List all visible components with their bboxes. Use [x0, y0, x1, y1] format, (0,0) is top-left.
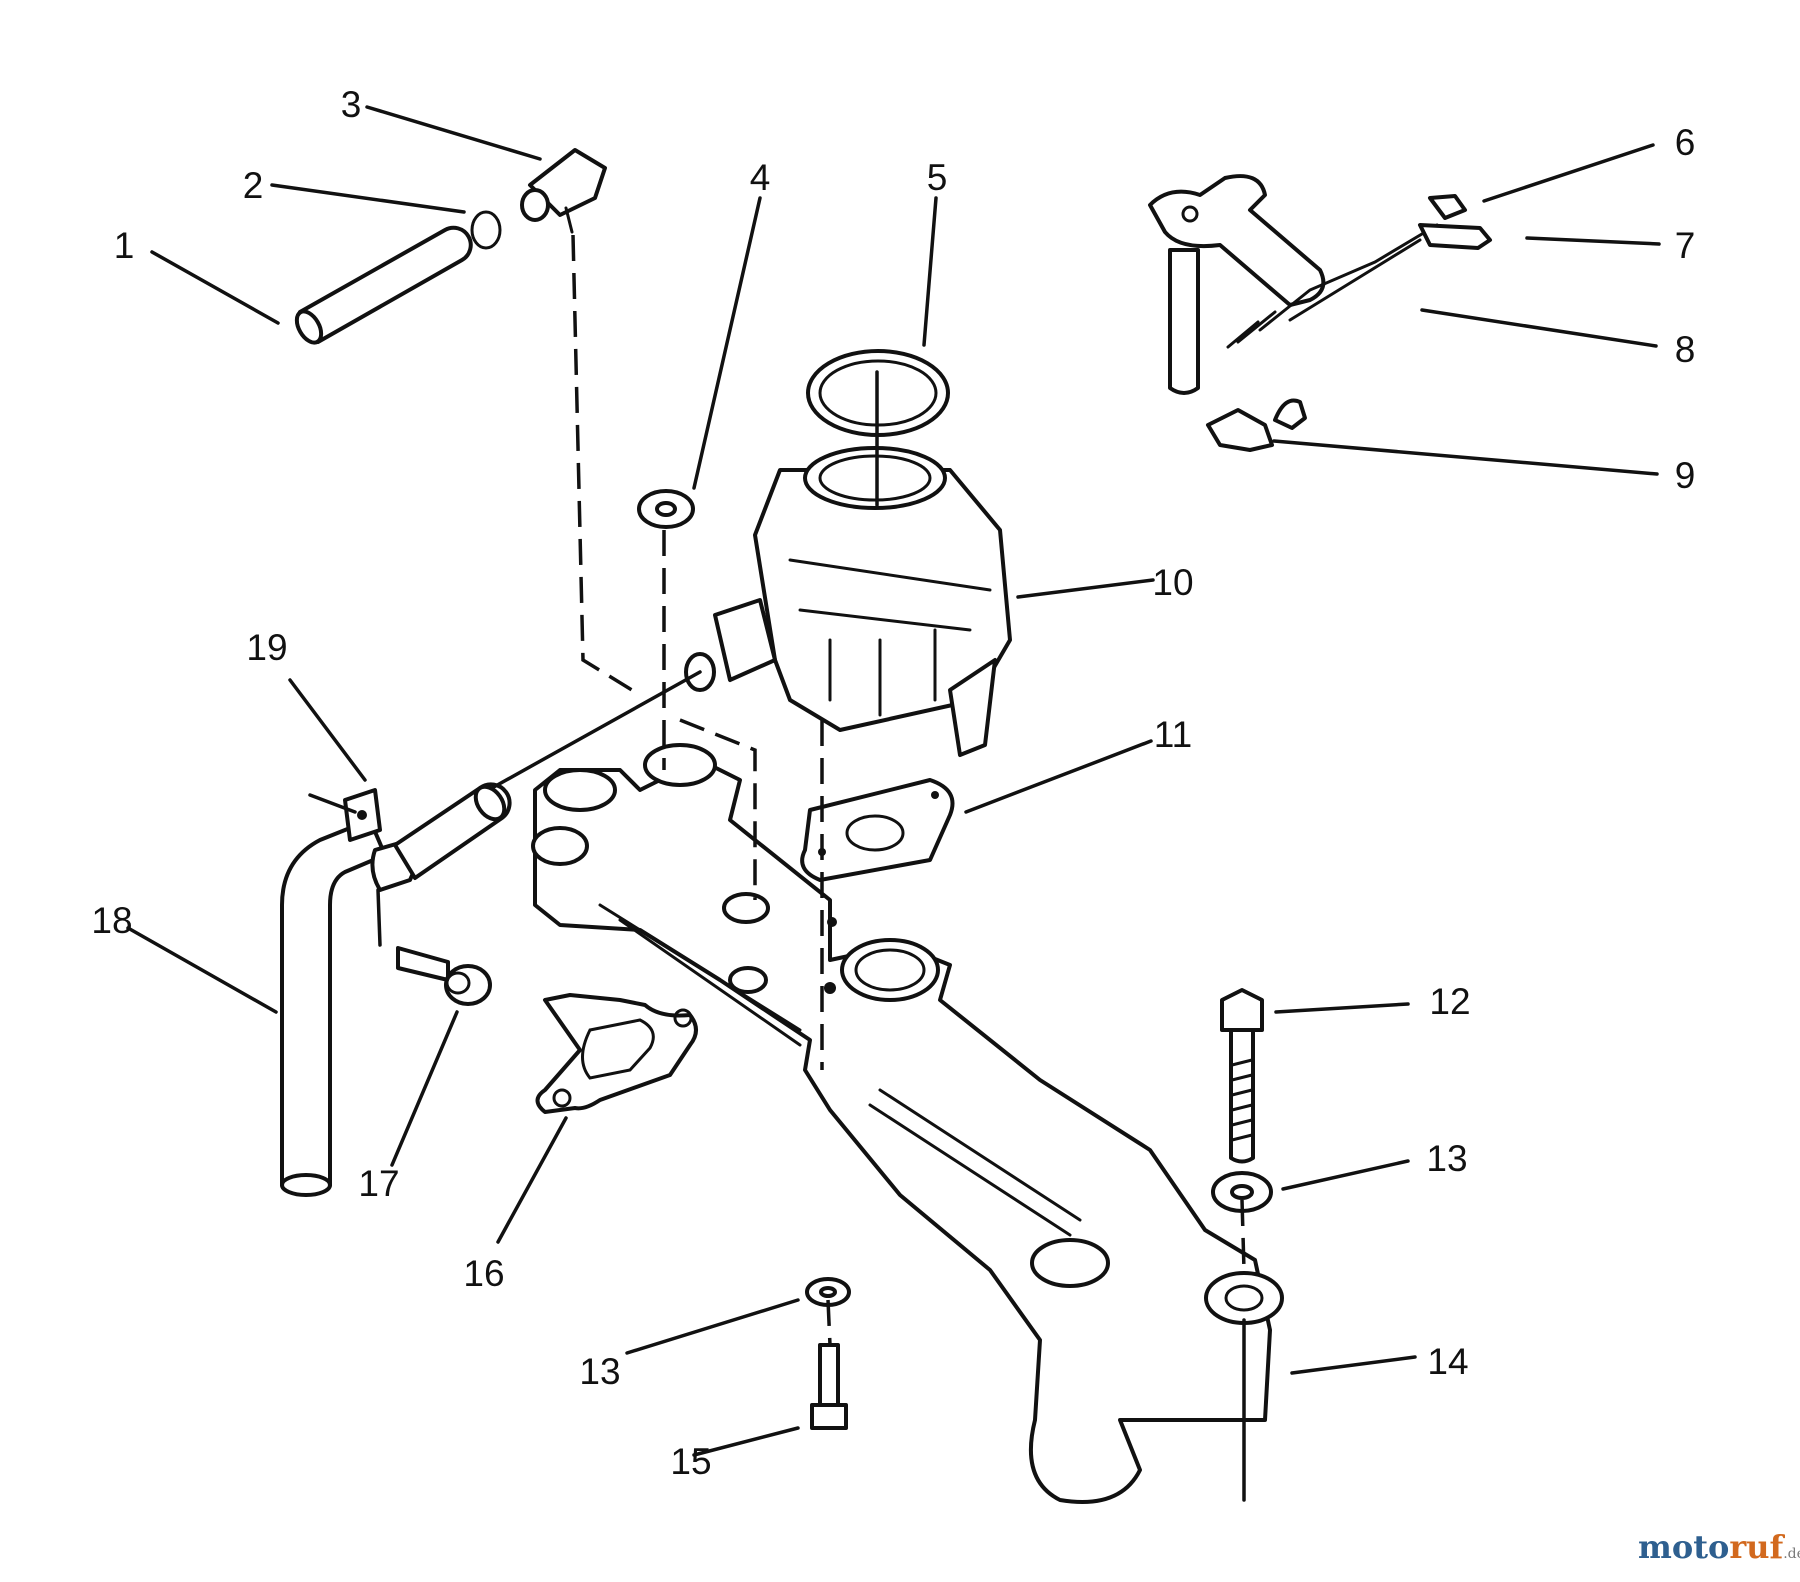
callout-9: 9: [1675, 455, 1696, 496]
watermark-logo: motoruf.de: [1638, 1528, 1800, 1566]
part-elbow-fitting: [520, 148, 607, 234]
callout-1: 1: [114, 225, 135, 266]
part-bolt-short: [810, 1343, 848, 1430]
part-bolt-long: [1220, 988, 1264, 1164]
part-carburetor-gasket: [800, 778, 955, 882]
part-tube: [280, 818, 387, 1197]
callout-19: 19: [246, 627, 287, 668]
callout-13-right: 13: [1426, 1138, 1467, 1179]
callout-6: 6: [1675, 122, 1696, 163]
part-hose: [294, 225, 473, 345]
callout-3: 3: [341, 84, 362, 125]
callout-18: 18: [91, 900, 132, 941]
part-manifold-gasket: [535, 993, 698, 1114]
watermark-part3: .de: [1783, 1546, 1800, 1562]
part-clamp-ring: [470, 210, 502, 250]
watermark-part2: ruf: [1729, 1528, 1784, 1566]
callout-11: 11: [1154, 714, 1192, 755]
callout-12: 12: [1429, 981, 1470, 1022]
callout-13-bottom: 13: [579, 1351, 620, 1392]
callout-10: 10: [1152, 562, 1193, 603]
part-clamp-bolt: [396, 946, 492, 1006]
part-intake-manifold: [531, 743, 1284, 1504]
callout-15: 15: [670, 1441, 711, 1482]
assembly-lines: [308, 234, 1246, 1502]
callout-7: 7: [1675, 225, 1696, 266]
callout-5: 5: [927, 157, 948, 198]
callout-16: 16: [463, 1253, 504, 1294]
part-throttle-linkage: [1148, 174, 1492, 452]
callout-8: 8: [1675, 329, 1696, 370]
callout-2: 2: [243, 165, 264, 206]
callout-14: 14: [1427, 1341, 1468, 1382]
part-carburetor: [684, 446, 1012, 757]
part-bracket: [343, 782, 512, 892]
callout-17: 17: [358, 1163, 399, 1204]
leader-lines: [126, 105, 1661, 1457]
watermark-part1: moto: [1638, 1528, 1730, 1566]
callout-4: 4: [750, 157, 771, 198]
